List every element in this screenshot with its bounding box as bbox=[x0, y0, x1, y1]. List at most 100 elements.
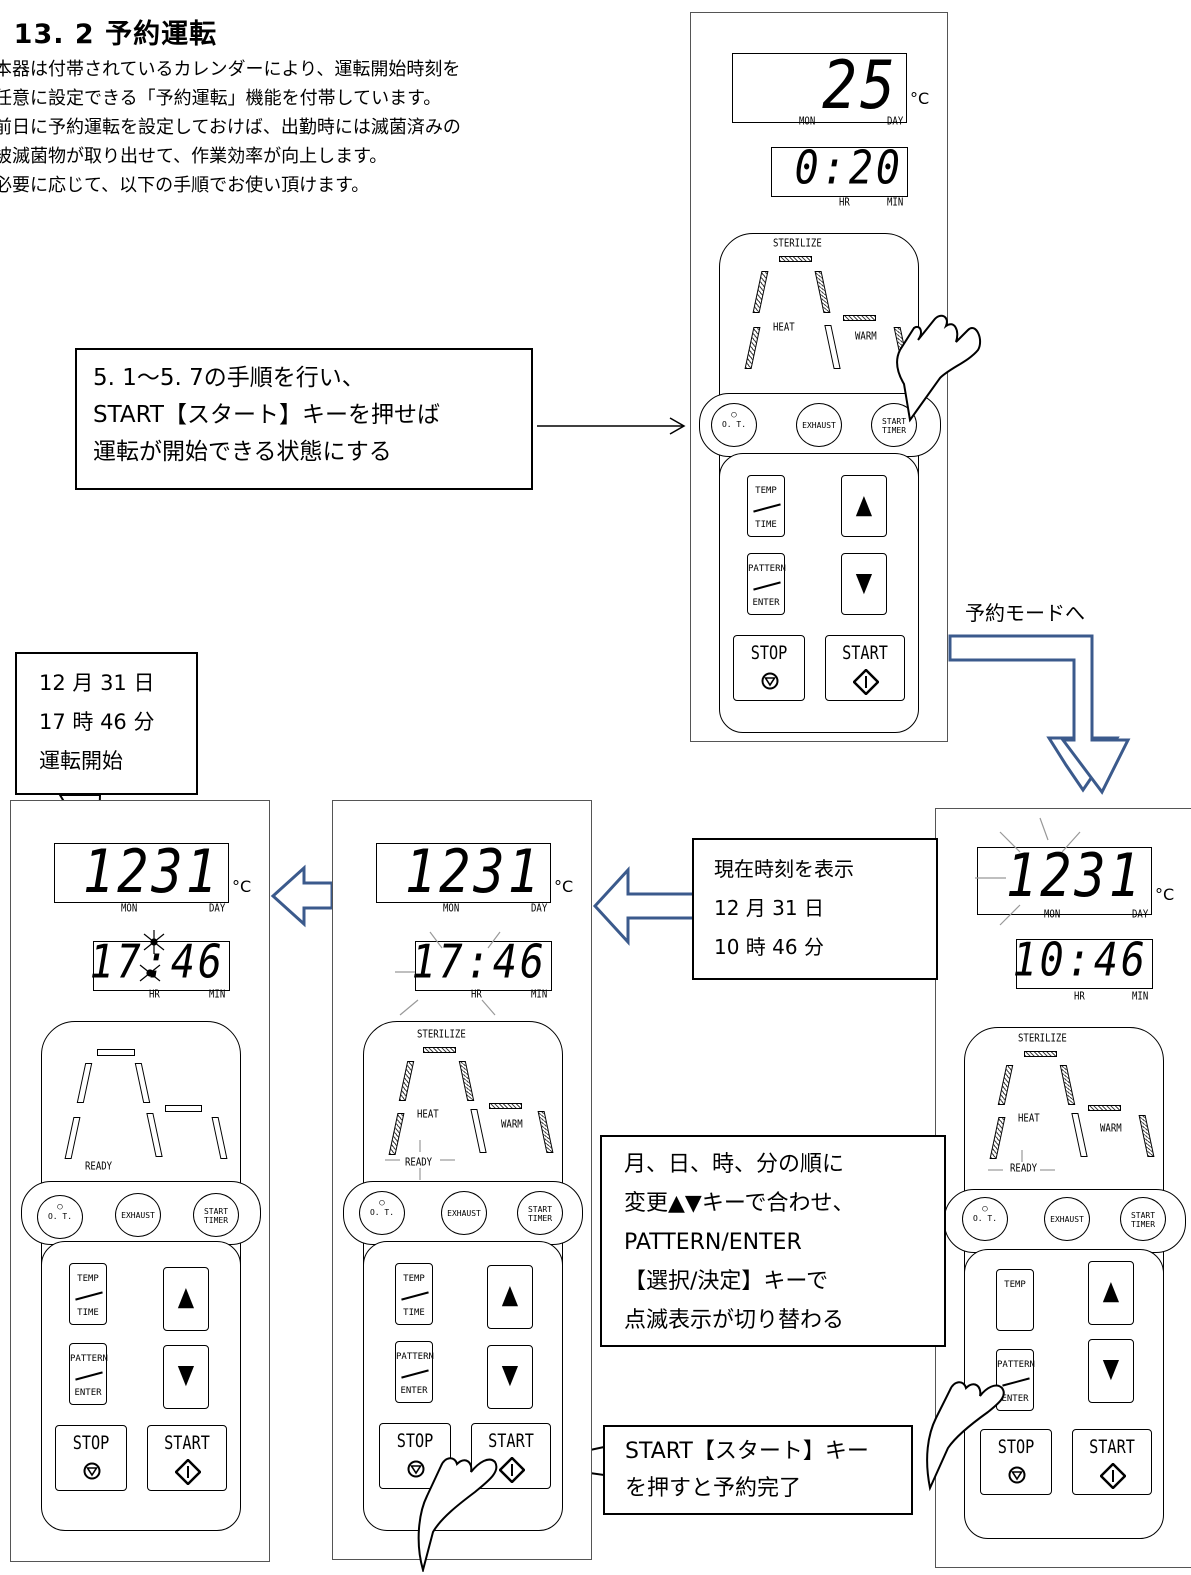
callout-line: 現在時刻を表示 bbox=[714, 857, 854, 881]
hr-label: HR bbox=[839, 197, 850, 209]
time-readout: 17:46 bbox=[411, 936, 547, 989]
blink-rays-date bbox=[975, 817, 1081, 926]
callout-line: 【選択/決定】キーで bbox=[624, 1269, 829, 1294]
pattern-enter-key[interactable]: PATTERN ENTER bbox=[747, 553, 786, 615]
stop-key[interactable]: STOP bbox=[733, 635, 805, 701]
temp-time-key[interactable]: TEMP TIME bbox=[69, 1263, 107, 1325]
start-key[interactable]: START bbox=[1072, 1429, 1152, 1495]
stop-label: STOP bbox=[750, 642, 788, 664]
ready-label: READY bbox=[1010, 1163, 1038, 1175]
down-arrow-icon: ▼ bbox=[1102, 1348, 1120, 1388]
day-label: DAY bbox=[887, 116, 904, 128]
hr-label: HR bbox=[149, 989, 160, 1001]
down-arrow-icon: ▼ bbox=[177, 1354, 195, 1394]
date-display: 1231 bbox=[54, 838, 229, 907]
down-key[interactable]: ▼ bbox=[487, 1345, 533, 1409]
exhaust-key[interactable]: EXHAUST bbox=[441, 1191, 487, 1235]
start-timer-key[interactable]: START TIMER bbox=[193, 1193, 239, 1237]
start-timer-label: START bbox=[203, 1207, 229, 1216]
heat-label: HEAT bbox=[1018, 1113, 1040, 1125]
ot-key[interactable]: ○O. T. bbox=[962, 1197, 1008, 1241]
stop-icon bbox=[761, 672, 779, 690]
stop-label: STOP bbox=[72, 1432, 110, 1454]
reserve-mode-arrow-outline bbox=[948, 634, 1131, 795]
up-key[interactable]: ▲ bbox=[163, 1267, 209, 1331]
stop-icon bbox=[1008, 1466, 1026, 1484]
exhaust-key[interactable]: EXHAUST bbox=[796, 403, 842, 447]
stop-key[interactable]: STOP bbox=[55, 1425, 127, 1491]
exhaust-label: EXHAUST bbox=[121, 1211, 155, 1220]
start-timer-label: TIMER bbox=[1130, 1220, 1156, 1229]
temp-time-key[interactable]: TEMP TIME bbox=[747, 475, 785, 537]
temp-time-key[interactable]: TEMP bbox=[996, 1269, 1034, 1331]
start-timer-key[interactable]: START TIMER bbox=[1120, 1197, 1166, 1241]
enter-label: ENTER bbox=[400, 1386, 428, 1396]
start-label: START bbox=[164, 1432, 210, 1454]
exhaust-key[interactable]: EXHAUST bbox=[1044, 1197, 1090, 1241]
up-key[interactable]: ▲ bbox=[487, 1265, 533, 1329]
callout-line: 点滅表示が切り替わる bbox=[624, 1308, 845, 1333]
ot-label: O. T. bbox=[47, 1212, 73, 1221]
pattern-enter-key[interactable]: PATTERN ENTER bbox=[69, 1343, 108, 1405]
intro-text: 本器は付帯されているカレンダーにより、運転開始時刻を 任意に設定できる「予約運転… bbox=[0, 55, 461, 200]
celsius-unit: °C bbox=[554, 877, 574, 896]
start-timer-label: TIMER bbox=[203, 1216, 229, 1225]
stop-icon bbox=[83, 1462, 101, 1480]
temperature-readout: 25 bbox=[822, 46, 898, 125]
start-timer-key[interactable]: START TIMER bbox=[517, 1191, 563, 1235]
temp-label: TEMP bbox=[1004, 1280, 1026, 1290]
stop-key[interactable]: STOP bbox=[379, 1423, 451, 1489]
start-icon bbox=[175, 1459, 201, 1485]
pointing-hand-icon bbox=[417, 1457, 498, 1572]
pattern-enter-key[interactable]: PATTERN ENTER bbox=[996, 1349, 1035, 1411]
time-display: 0:20 bbox=[771, 142, 908, 197]
date-display: 1231 bbox=[376, 838, 551, 907]
down-key[interactable]: ▼ bbox=[1088, 1339, 1134, 1403]
intro-line: 前日に予約運転を設定しておけば、出勤時には滅菌済みの bbox=[0, 117, 461, 138]
ot-key[interactable]: ○O. T. bbox=[711, 403, 757, 447]
day-label: DAY bbox=[531, 903, 548, 915]
time-display: 10:46 bbox=[1013, 934, 1153, 989]
time-readout: 0:20 bbox=[794, 142, 903, 195]
colon-blink-marks bbox=[139, 930, 165, 982]
intro-line: 任意に設定できる「予約運転」機能を付帯しています。 bbox=[0, 88, 442, 109]
down-key[interactable]: ▼ bbox=[163, 1345, 209, 1409]
time-readout: 10:46 bbox=[1012, 934, 1148, 987]
warm-label: WARM bbox=[501, 1119, 523, 1131]
start-key[interactable]: START bbox=[825, 635, 905, 701]
min-label: MIN bbox=[1132, 991, 1149, 1003]
date-display: 1231 bbox=[977, 842, 1152, 915]
time-display: 17:46 bbox=[412, 936, 552, 991]
up-arrow-icon: ▲ bbox=[855, 484, 873, 524]
up-key[interactable]: ▲ bbox=[841, 475, 887, 537]
callout-line: 10 時 46 分 bbox=[714, 935, 824, 959]
date-readout: 1231 bbox=[404, 838, 542, 907]
exhaust-key[interactable]: EXHAUST bbox=[115, 1193, 161, 1237]
pattern-enter-key[interactable]: PATTERN ENTER bbox=[395, 1341, 434, 1403]
stop-key[interactable]: STOP bbox=[980, 1429, 1052, 1495]
day-label: DAY bbox=[1132, 909, 1149, 921]
intro-line: 必要に応じて、以下の手順でお使い頂けます。 bbox=[0, 175, 370, 196]
ot-key[interactable]: ○O. T. bbox=[359, 1191, 405, 1235]
down-key[interactable]: ▼ bbox=[841, 553, 887, 615]
start-label: START bbox=[488, 1430, 534, 1452]
start-key[interactable]: START bbox=[471, 1423, 551, 1489]
exhaust-label: EXHAUST bbox=[447, 1209, 481, 1218]
pattern-label: PATTERN bbox=[396, 1352, 434, 1362]
ot-key[interactable]: ○O. T. bbox=[37, 1195, 83, 1239]
up-arrow-icon: ▲ bbox=[1102, 1270, 1120, 1310]
control-panel-middle: 1231 °C MON DAY 17:46 HR MIN STERILIZE H… bbox=[332, 800, 592, 1560]
mon-label: MON bbox=[121, 903, 138, 915]
start-timer-label: START bbox=[527, 1205, 553, 1214]
warm-lamp bbox=[843, 315, 876, 321]
callout-line: 運転が開始できる状態にする bbox=[93, 439, 392, 465]
up-arrow-icon: ▲ bbox=[501, 1274, 519, 1314]
control-panel-left: 1231 °C MON DAY 17:46 HR MIN READY ○O. T… bbox=[10, 800, 270, 1562]
pattern-label: PATTERN bbox=[748, 564, 786, 574]
start-key[interactable]: START bbox=[147, 1425, 227, 1491]
sterilize-label: STERILIZE bbox=[417, 1029, 466, 1041]
temp-time-key[interactable]: TEMP TIME bbox=[395, 1263, 433, 1325]
up-key[interactable]: ▲ bbox=[1088, 1261, 1134, 1325]
callout-line: を押すと予約完了 bbox=[625, 1476, 802, 1501]
stop-label: STOP bbox=[396, 1430, 434, 1452]
